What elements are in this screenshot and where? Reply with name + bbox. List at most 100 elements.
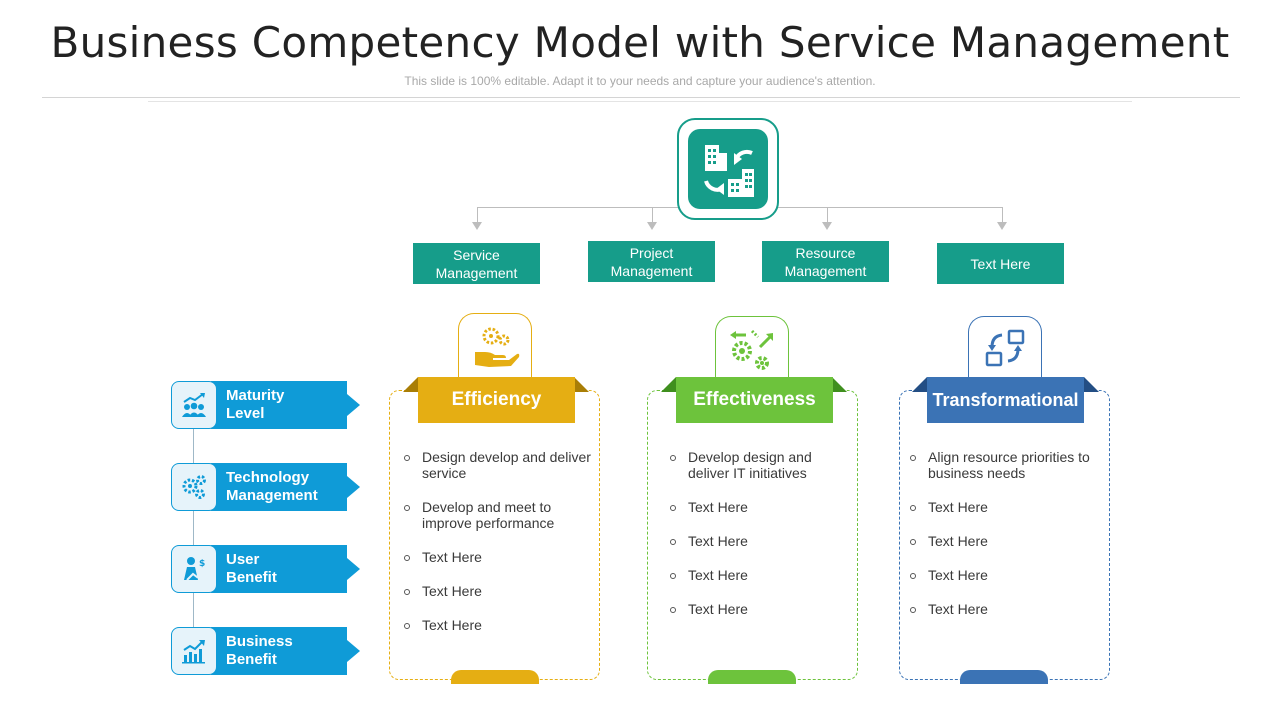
left-item-bar bbox=[211, 545, 347, 593]
left-item-business-benefit: Business Benefit bbox=[171, 627, 361, 675]
service-box-line2: Management bbox=[610, 262, 693, 279]
bar-chart-growth-icon bbox=[182, 640, 205, 664]
service-box-line1: Resource bbox=[795, 244, 856, 261]
connector-arrowhead bbox=[472, 222, 482, 230]
left-item-label: User Benefit bbox=[226, 551, 346, 587]
card-title: Efficiency bbox=[451, 389, 542, 410]
card-bullet-list: Develop design and deliver IT initiative… bbox=[668, 449, 848, 617]
service-box-text-here: Text Here bbox=[937, 243, 1064, 284]
left-item-line1: Technology bbox=[226, 469, 310, 486]
service-box-line1: Project bbox=[629, 244, 674, 261]
left-item-bar bbox=[211, 381, 347, 429]
page-title: Business Competency Model with Service M… bbox=[50, 18, 1230, 67]
connector-drop-1 bbox=[477, 207, 478, 223]
card-bullet-list: Align resource priorities to business ne… bbox=[908, 449, 1106, 617]
ribbon-fold-left bbox=[661, 377, 676, 392]
card-bullet: Develop design and deliver IT initiative… bbox=[668, 449, 848, 481]
left-list-connector bbox=[193, 428, 194, 628]
squares-exchange-icon bbox=[985, 329, 1025, 367]
card-icon-box bbox=[968, 316, 1042, 386]
building-exchange-icon bbox=[704, 145, 754, 197]
left-item-arrow bbox=[347, 476, 360, 498]
left-item-line2: Benefit bbox=[226, 651, 277, 668]
card-bullet: Text Here bbox=[668, 533, 848, 549]
hub-icon-tile bbox=[688, 129, 768, 209]
left-item-line2: Level bbox=[226, 405, 265, 422]
left-item-bar bbox=[211, 463, 347, 511]
left-item-line2: Management bbox=[226, 487, 318, 504]
left-item-user-benefit: $ User Benefit bbox=[171, 545, 361, 593]
left-item-arrow bbox=[347, 640, 360, 662]
card-effectiveness: Develop design and deliver IT initiative… bbox=[647, 390, 858, 680]
team-growth-icon bbox=[182, 393, 206, 417]
card-transformational: Align resource priorities to business ne… bbox=[899, 390, 1110, 680]
ribbon-fold-right bbox=[1084, 377, 1099, 392]
ribbon-fold-right bbox=[574, 377, 589, 392]
connector-drop-2 bbox=[652, 207, 653, 223]
connector-arrowhead bbox=[647, 222, 657, 230]
left-item-arrow bbox=[347, 558, 360, 580]
page-subtitle: This slide is 100% editable. Adapt it to… bbox=[404, 74, 876, 88]
card-bullet: Develop and meet to improve performance bbox=[402, 499, 597, 531]
card-bullet: Text Here bbox=[908, 601, 1106, 617]
left-item-technology-management: Technology Management bbox=[171, 463, 361, 511]
card-bullet: Text Here bbox=[668, 499, 848, 515]
card-bullet: Text Here bbox=[908, 499, 1106, 515]
left-item-maturity-level: Maturity Level bbox=[171, 381, 361, 429]
header-divider bbox=[42, 97, 1240, 98]
left-item-label: Maturity Level bbox=[226, 387, 346, 423]
left-item-label: Technology Management bbox=[226, 469, 346, 505]
card-title: Effectiveness bbox=[693, 389, 816, 410]
connector-drop-3 bbox=[827, 207, 828, 223]
card-title: Transformational bbox=[932, 389, 1079, 410]
card-title-ribbon: Transformational bbox=[927, 377, 1084, 423]
left-item-label: Business Benefit bbox=[226, 633, 346, 669]
card-bullet: Text Here bbox=[908, 567, 1106, 583]
left-item-line1: Business bbox=[226, 633, 293, 650]
service-box-line2: Management bbox=[784, 262, 867, 279]
left-item-icon-box bbox=[171, 463, 217, 511]
left-item-line2: Benefit bbox=[226, 569, 277, 586]
header-divider-secondary bbox=[148, 101, 1132, 102]
card-bullet: Text Here bbox=[402, 549, 597, 565]
card-bullet: Text Here bbox=[668, 567, 848, 583]
left-item-line1: Maturity bbox=[226, 387, 285, 404]
service-box-line1: Service bbox=[453, 246, 500, 263]
ribbon-fold-left bbox=[403, 377, 418, 392]
left-item-bar bbox=[211, 627, 347, 675]
card-efficiency: Design develop and deliver service Devel… bbox=[389, 390, 600, 680]
card-bullet: Text Here bbox=[402, 617, 597, 633]
card-title-ribbon: Effectiveness bbox=[676, 377, 833, 423]
card-bullet: Text Here bbox=[402, 583, 597, 599]
gears-icon bbox=[182, 475, 206, 499]
connector-arrowhead bbox=[997, 222, 1007, 230]
ribbon-fold-right bbox=[832, 377, 847, 392]
svg-text:$: $ bbox=[199, 559, 205, 569]
card-bullet: Text Here bbox=[668, 601, 848, 617]
left-item-line1: User bbox=[226, 551, 260, 568]
card-icon-box bbox=[715, 316, 789, 386]
connector-arrowhead bbox=[822, 222, 832, 230]
card-bottom-tab bbox=[960, 670, 1048, 684]
connector-drop-4 bbox=[1002, 207, 1003, 223]
card-icon-box bbox=[458, 313, 532, 383]
service-box-line1: Text Here bbox=[970, 255, 1031, 272]
card-bullet: Design develop and deliver service bbox=[402, 449, 597, 481]
service-box-line2: Management bbox=[435, 264, 518, 281]
card-title-ribbon: Efficiency bbox=[418, 377, 575, 423]
card-bullet-list: Design develop and deliver service Devel… bbox=[402, 449, 597, 633]
gears-arrows-icon bbox=[730, 329, 773, 370]
hub-icon-frame bbox=[677, 118, 779, 220]
left-item-icon-box: $ bbox=[171, 545, 217, 593]
left-item-icon-box bbox=[171, 627, 217, 675]
card-bottom-tab bbox=[708, 670, 796, 684]
user-money-icon: $ bbox=[184, 557, 205, 581]
left-item-arrow bbox=[347, 394, 360, 416]
ribbon-fold-left bbox=[912, 377, 927, 392]
card-bullet: Align resource priorities to business ne… bbox=[908, 449, 1106, 481]
hand-gears-icon bbox=[475, 327, 520, 367]
card-bottom-tab bbox=[451, 670, 539, 684]
